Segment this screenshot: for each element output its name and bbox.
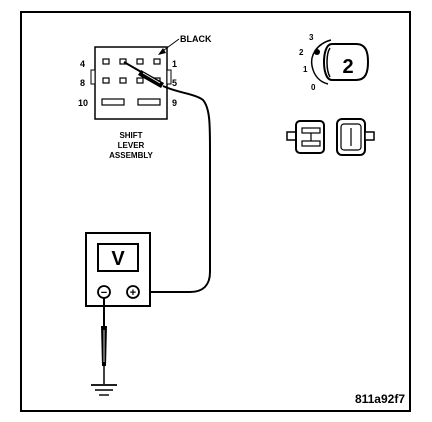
ignition-key-head [322, 43, 370, 81]
pin-label-8: 8 [80, 78, 85, 88]
terminal-6 [136, 77, 144, 84]
figure-frame [20, 11, 411, 412]
terminal-3 [119, 58, 127, 65]
positive-terminal [126, 285, 140, 299]
ignition-position-indicator [314, 49, 320, 55]
negative-terminal-symbol: − [101, 287, 107, 299]
connector-latch-left [90, 69, 96, 85]
probe-handle-highlight [142, 72, 161, 84]
wire-color-label: BLACK [180, 34, 212, 44]
voltmeter-display [97, 243, 139, 272]
pin-label-10: 10 [78, 98, 88, 108]
terminal-7 [119, 77, 127, 84]
assembly-label-line3: ASSEMBLY [109, 151, 153, 160]
terminal-8 [102, 77, 110, 84]
pin-label-5: 5 [172, 78, 177, 88]
pin-label-4: 4 [80, 59, 85, 69]
connector-icon-left-pin-top [301, 127, 321, 134]
pin-label-1: 1 [172, 59, 177, 69]
terminal-1 [153, 58, 161, 65]
terminal-9 [137, 98, 161, 106]
voltmeter-display-symbol: V [111, 248, 125, 270]
ignition-position-2: 2 [299, 48, 304, 57]
connector-latch-right [166, 69, 172, 85]
voltmeter: V − + [85, 232, 151, 307]
positive-lead-wire [140, 85, 211, 293]
wire-color-arrowhead [158, 48, 166, 55]
ignition-position-0: 0 [311, 83, 316, 92]
connector-icon-left-stub [286, 131, 297, 141]
assembly-label-line2: LEVER [118, 141, 145, 150]
positive-terminal-symbol: + [130, 287, 136, 299]
ignition-switch-icon: 3 2 1 0 2 [299, 33, 370, 92]
connector-icon-left-body [295, 120, 325, 154]
negative-test-lead [101, 298, 107, 384]
connector-icon-right-stub [364, 131, 375, 141]
disconnected-connector-icon [286, 118, 375, 156]
connector-icon-left-pin-bottom [301, 140, 321, 147]
terminal-4 [102, 58, 110, 65]
assembly-label-line1: SHIFT [119, 131, 142, 140]
figure-id: 811a92f7 [355, 392, 405, 406]
ignition-dial-arc [310, 39, 332, 85]
probe-tip [123, 61, 144, 74]
pin-label-9: 9 [172, 98, 177, 108]
ignition-position-1: 1 [303, 65, 308, 74]
ignition-key-shading [326, 47, 331, 78]
probe-handle [138, 70, 164, 88]
ground-symbol [91, 384, 117, 396]
positive-test-probe [123, 61, 164, 88]
terminal-2 [136, 58, 144, 65]
ignition-key-position: 2 [342, 56, 353, 78]
ignition-position-3: 3 [309, 33, 314, 42]
terminal-10 [101, 98, 125, 106]
shift-lever-connector: 4 1 8 5 10 9 BLACK SHIFT LEVER ASSEMBLY [78, 34, 212, 160]
